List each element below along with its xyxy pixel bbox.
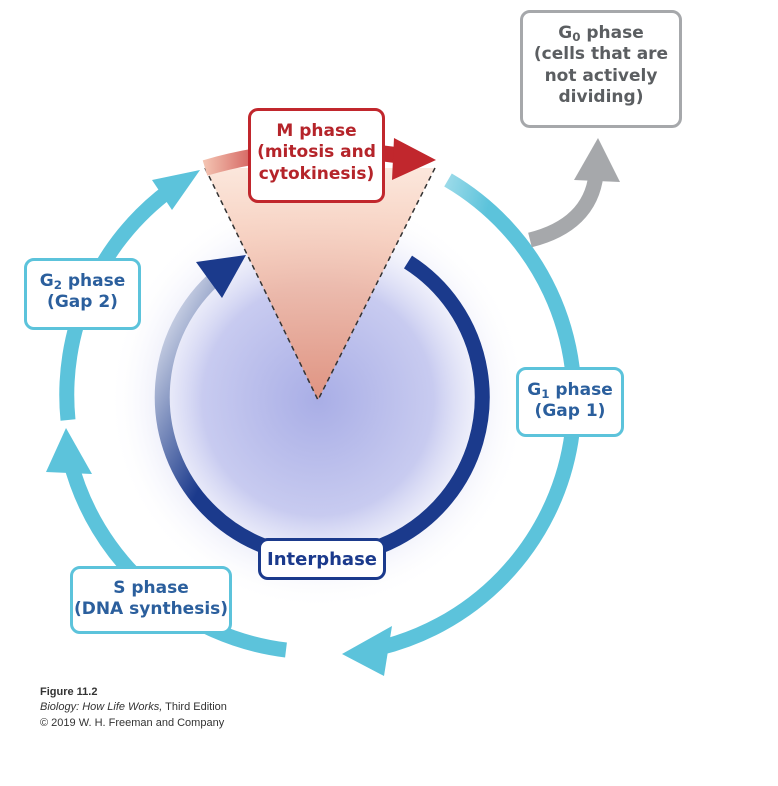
m-phase-label: M phase (mitosis and cytokinesis): [248, 108, 385, 203]
copyright-notice: © 2019 W. H. Freeman and Company: [40, 716, 225, 729]
interphase-label: Interphase: [258, 538, 386, 580]
m-phase-wedge: [205, 168, 435, 400]
m-phase-arrowhead: [392, 138, 436, 180]
book-title: Biology: How Life Works,: [40, 701, 163, 714]
s-phase-label: S phase (DNA synthesis): [70, 566, 232, 634]
m-phase-desc-2: cytokinesis): [258, 163, 375, 184]
g0-phase-title: G0 phase: [558, 23, 644, 44]
g0-phase-desc-1: (cells that are: [533, 44, 669, 65]
figure-source: Biology: How Life Works, Third Edition: [40, 700, 227, 715]
g2-phase-title: G2 phase: [39, 271, 126, 292]
wedge-right-edge: [317, 167, 436, 401]
g1-phase-label: G1 phase (Gap 1): [516, 367, 624, 437]
book-edition: Third Edition: [162, 701, 227, 714]
g0-phase-desc-3: dividing): [558, 86, 644, 107]
m-phase-desc-1: (mitosis and: [257, 142, 376, 163]
g1-arc: [368, 173, 582, 658]
g0-phase-desc-2: not actively: [544, 65, 658, 86]
m-phase-title: M phase: [276, 121, 357, 141]
g0-arc: [528, 173, 604, 248]
g0-arrowhead: [574, 138, 620, 182]
wedge-left-edge: [204, 167, 319, 401]
g2-phase-desc: (Gap 2): [47, 292, 118, 313]
g1-phase-title: G1 phase: [527, 380, 613, 401]
s-phase-title: S phase: [113, 578, 189, 598]
g0-phase-label: G0 phase (cells that are not actively di…: [520, 10, 682, 128]
interphase-title: Interphase: [267, 549, 377, 570]
figure-number: Figure 11.2: [40, 686, 98, 698]
s-phase-desc: (DNA synthesis): [73, 599, 229, 620]
g1-arrowhead: [342, 626, 392, 676]
figure-caption: Figure 11.2 Biology: How Life Works, Thi…: [40, 685, 227, 731]
s-arrowhead: [46, 428, 92, 474]
g2-arrowhead: [152, 170, 200, 210]
g2-phase-label: G2 phase (Gap 2): [24, 258, 141, 330]
interphase-arrowhead: [196, 255, 246, 298]
g1-phase-desc: (Gap 1): [534, 401, 606, 422]
